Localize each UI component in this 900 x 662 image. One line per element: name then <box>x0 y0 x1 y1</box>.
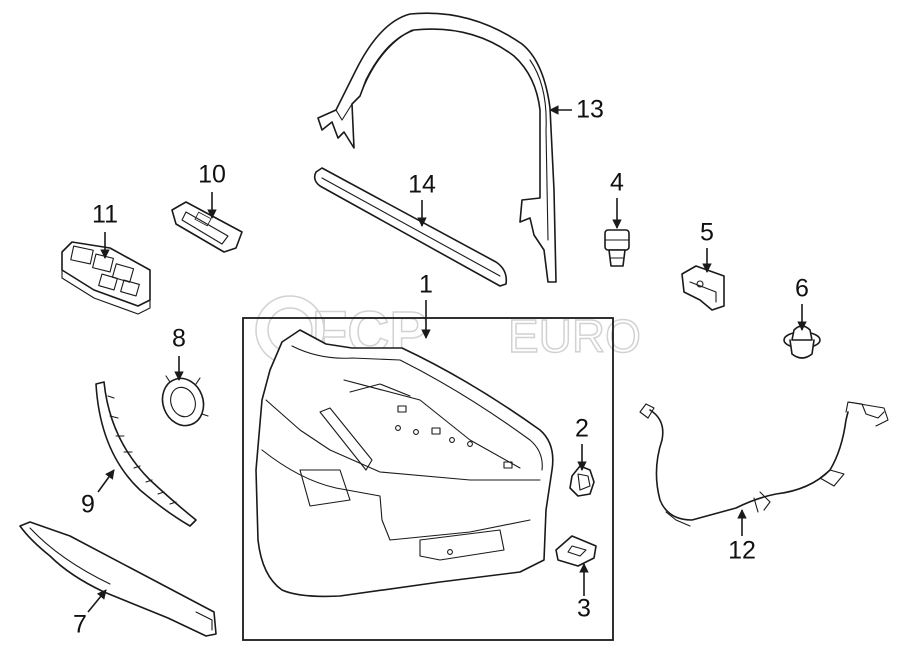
callout-1: 1 <box>419 271 433 299</box>
part-6-grommet <box>783 325 821 359</box>
leader-lines <box>87 105 807 613</box>
callout-4: 4 <box>610 169 624 197</box>
callout-8: 8 <box>172 325 186 353</box>
callout-2: 2 <box>575 415 589 443</box>
part-5-bracket <box>681 265 725 311</box>
part-11-window-switch <box>61 241 151 315</box>
callout-5: 5 <box>700 219 714 247</box>
part-8-speaker-grille <box>161 375 209 427</box>
callout-14: 14 <box>408 171 436 199</box>
part-2-clip <box>569 465 595 497</box>
callout-3: 3 <box>577 595 591 623</box>
callout-10: 10 <box>198 161 226 189</box>
part-10-switch-bezel <box>171 201 243 253</box>
callout-7: 7 <box>73 611 87 639</box>
part-9-curved-trim <box>95 381 197 527</box>
part-7-lower-trim <box>19 521 217 637</box>
door-panel-frame <box>242 317 614 641</box>
part-12-wiring-harness <box>639 401 889 527</box>
part-3-retainer <box>555 535 597 567</box>
callout-labels: 1 2 3 4 5 6 7 8 9 10 11 12 13 14 <box>73 96 809 639</box>
callout-9: 9 <box>81 491 95 519</box>
part-4-push-clip <box>604 229 630 267</box>
callout-6: 6 <box>795 275 809 303</box>
callout-11: 11 <box>92 201 118 229</box>
part-14-belt-molding <box>313 167 508 287</box>
leader-9 <box>97 469 115 493</box>
leader-7 <box>87 589 107 613</box>
part-13-window-frame-trim <box>317 12 557 283</box>
callout-13: 13 <box>576 96 604 124</box>
callout-12: 12 <box>728 537 756 565</box>
part-1-door-panel <box>255 329 554 598</box>
